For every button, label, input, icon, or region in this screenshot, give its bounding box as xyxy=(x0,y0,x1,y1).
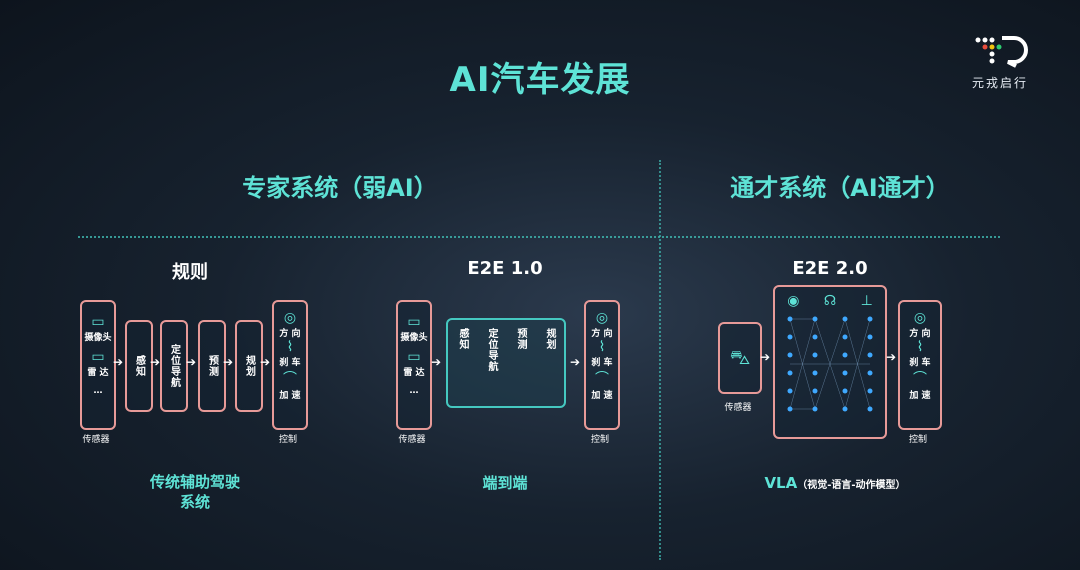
eye-icon: ◉ xyxy=(787,293,800,309)
control-steer: 方 向 xyxy=(279,329,301,339)
sensor-more: … xyxy=(409,386,419,396)
sensor-box-rules: ▭ 摄像头 ▭ 雷 达 … xyxy=(80,300,116,430)
camera-icon: ▭ xyxy=(407,314,421,330)
arrow-icon: ➔ xyxy=(570,355,581,369)
section-general: 通才系统（AI通才） xyxy=(730,174,950,202)
caption-control-e2e1: 控制 xyxy=(590,435,609,445)
arrow-icon: ➔ xyxy=(760,350,771,364)
label-rules: 规则 xyxy=(172,262,208,283)
neural-network-icon xyxy=(787,316,873,412)
vla-icons: ◉ ☊ ⊥ xyxy=(775,293,885,309)
accelerate-icon: ⌒ xyxy=(913,371,927,387)
sensor-camera: 摄像头 xyxy=(400,333,428,343)
section-expert: 专家系统（弱AI） xyxy=(242,174,438,202)
arrow-icon: ➔ xyxy=(223,355,234,369)
arrow-icon: ➔ xyxy=(886,350,897,364)
sensor-radar: 雷 达 xyxy=(87,368,109,378)
steering-wheel-icon: ◎ xyxy=(913,310,927,326)
control-brake: 刹 车 xyxy=(591,358,613,368)
control-steer: 方 向 xyxy=(591,329,613,339)
bottom-e2e2: VLA（视觉-语言-动作模型） xyxy=(764,474,906,492)
e2e1-step-prediction: 预测 xyxy=(515,328,526,350)
brake-icon: ⌇ xyxy=(598,339,606,355)
control-box-e2e1: ◎ 方 向 ⌇ 刹 车 ⌒ 加 速 xyxy=(584,300,620,430)
step-localization: 定位导航 xyxy=(160,320,188,412)
step-perception: 感知 xyxy=(125,320,153,412)
robot-arm-icon: ⊥ xyxy=(860,293,873,309)
control-accel: 加 速 xyxy=(909,391,931,401)
control-brake: 刹 车 xyxy=(909,358,931,368)
brake-icon: ⌇ xyxy=(916,339,924,355)
camera-icon: ▭ xyxy=(91,314,105,330)
speech-icon: ☊ xyxy=(823,293,837,309)
accelerate-icon: ⌒ xyxy=(595,371,609,387)
sensor-more: … xyxy=(93,386,103,396)
caption-control-e2e2: 控制 xyxy=(908,435,927,445)
brake-icon: ⌇ xyxy=(286,339,294,355)
arrow-icon: ➔ xyxy=(186,355,197,369)
arrow-icon: ➔ xyxy=(431,355,442,369)
logo-text: 元戎启行 xyxy=(971,76,1028,90)
divider-horizontal xyxy=(78,236,1000,238)
accelerate-icon: ⌒ xyxy=(283,371,297,387)
caption-sensors-e2e2: 传感器 xyxy=(724,403,752,413)
bottom-e2e1: 端到端 xyxy=(482,474,528,492)
brand-logo: 元戎启行 xyxy=(960,34,1040,91)
label-e2e1: E2E 1.0 xyxy=(467,258,543,279)
e2e1-step-planning: 规划 xyxy=(544,328,555,350)
radar-icon: ▭ xyxy=(407,349,421,365)
sensor-radar: 雷 达 xyxy=(403,368,425,378)
sensor-camera: 摄像头 xyxy=(84,333,112,343)
caption-sensors-e2e1: 传感器 xyxy=(398,435,426,445)
arrow-icon: ➔ xyxy=(150,355,161,369)
steering-wheel-icon: ◎ xyxy=(595,310,609,326)
vla-model-box: ◉ ☊ ⊥ xyxy=(773,285,887,439)
logo-icon xyxy=(975,36,1028,68)
arrow-icon: ➔ xyxy=(113,355,124,369)
control-box-rules: ◎ 方 向 ⌇ 刹 车 ⌒ 加 速 xyxy=(272,300,308,430)
car-sensor-icon: ⛍ xyxy=(729,344,751,369)
bottom-rules: 传统辅助驾驶 系统 xyxy=(149,473,240,511)
step-planning: 规划 xyxy=(235,320,263,412)
caption-control-rules: 控制 xyxy=(278,435,297,445)
control-accel: 加 速 xyxy=(279,391,301,401)
radar-icon: ▭ xyxy=(91,349,105,365)
steering-wheel-icon: ◎ xyxy=(283,310,297,326)
control-brake: 刹 车 xyxy=(279,358,301,368)
control-accel: 加 速 xyxy=(591,391,613,401)
step-prediction: 预测 xyxy=(198,320,226,412)
e2e1-model-box: 感知 定位导航 预测 规划 xyxy=(446,318,566,408)
label-e2e2: E2E 2.0 xyxy=(792,258,868,279)
arrow-icon: ➔ xyxy=(260,355,271,369)
e2e1-step-localization: 定位导航 xyxy=(486,328,497,372)
sensor-box-e2e2: ⛍ xyxy=(718,322,762,394)
caption-sensors-rules: 传感器 xyxy=(82,435,110,445)
divider-vertical xyxy=(659,160,661,560)
e2e1-step-perception: 感知 xyxy=(457,328,468,350)
control-box-e2e2: ◎ 方 向 ⌇ 刹 车 ⌒ 加 速 xyxy=(898,300,942,430)
page-title: AI汽车发展 xyxy=(449,60,631,100)
sensor-box-e2e1: ▭ 摄像头 ▭ 雷 达 … xyxy=(396,300,432,430)
control-steer: 方 向 xyxy=(909,329,931,339)
